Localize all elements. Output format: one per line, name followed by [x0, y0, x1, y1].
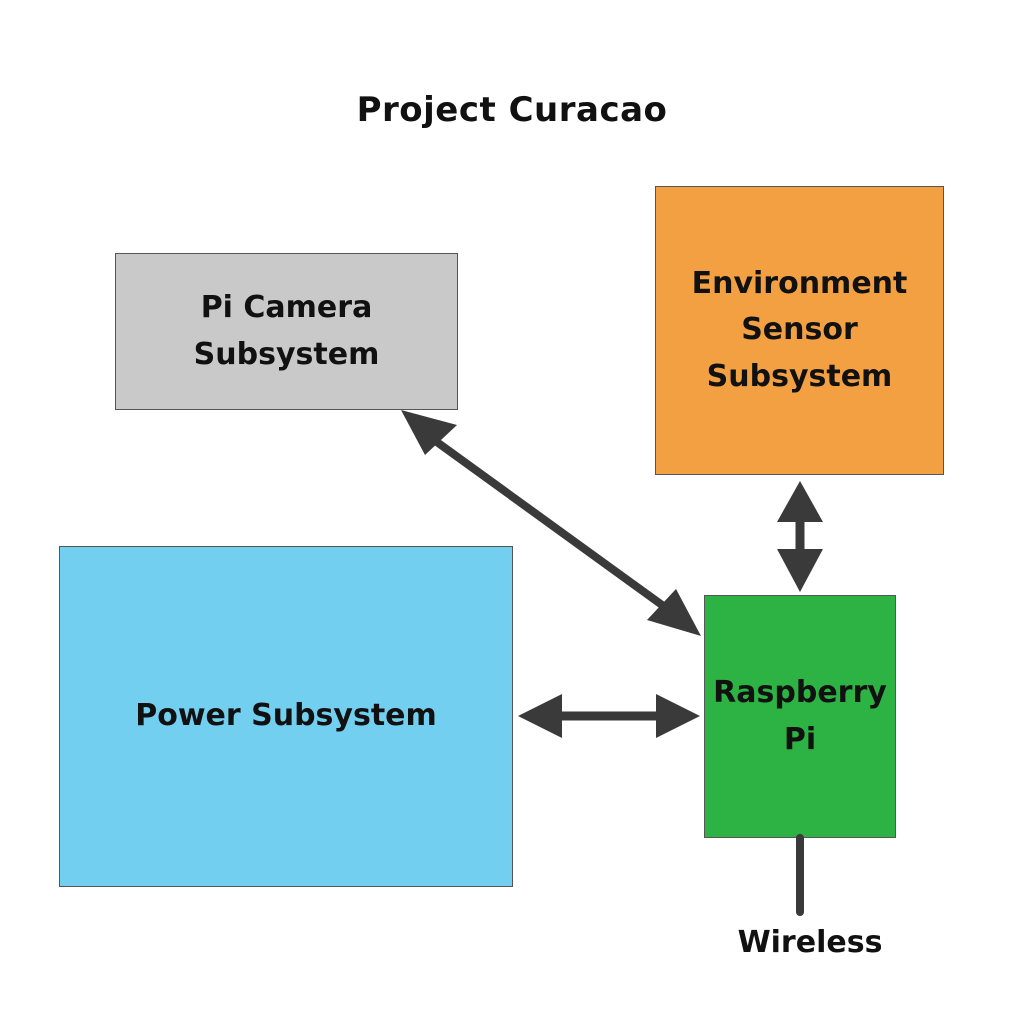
arrowhead-environment-end — [777, 481, 823, 522]
environment-label-line-3: Subsystem — [706, 358, 893, 394]
arrowhead-power-end — [518, 694, 562, 738]
power-label: Power Subsystem — [135, 698, 437, 734]
pi-camera-label-line-2: Subsystem — [193, 336, 380, 372]
arrowhead-pi-end — [647, 589, 701, 636]
environment-sensor-subsystem-node: Environment Sensor Subsystem — [655, 186, 944, 475]
arrowhead-raspberry-top-end — [777, 549, 823, 592]
wireless-label: Wireless — [737, 925, 883, 960]
raspberry-pi-label-line-1: Raspberry — [713, 675, 887, 710]
pi-camera-subsystem-node: Pi Camera Subsystem — [115, 253, 458, 410]
environment-label-line-2: Sensor — [741, 312, 858, 348]
pi-camera-label-line-1: Pi Camera — [200, 290, 373, 325]
environment-label-line-1: Environment — [691, 265, 908, 301]
arrowhead-raspberry-left-end — [656, 694, 700, 738]
raspberry-pi-node: Raspberry Pi — [704, 595, 896, 838]
diagram-title: Project Curacao — [356, 90, 668, 130]
environment-pi-link — [777, 481, 823, 592]
raspberry-pi-label-line-2: Pi — [783, 721, 817, 757]
power-pi-link — [518, 694, 700, 738]
power-subsystem-node: Power Subsystem — [59, 546, 513, 887]
arrowhead-camera-end — [401, 410, 457, 455]
